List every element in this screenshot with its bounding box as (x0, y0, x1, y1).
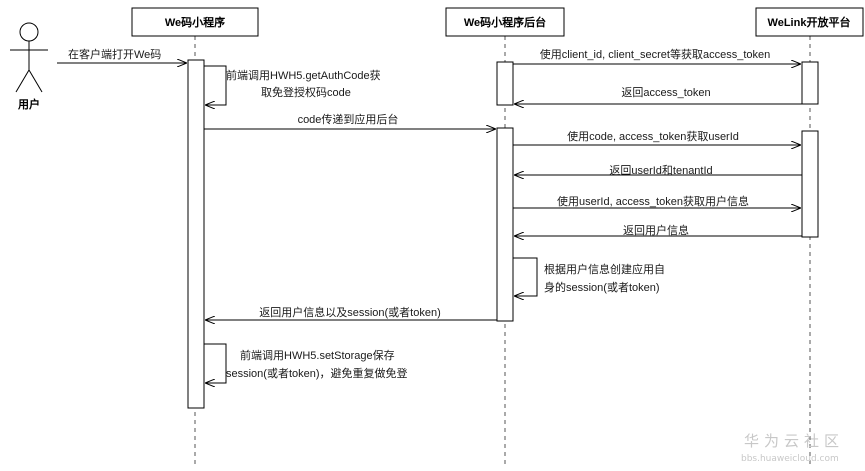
participant-backend: We码小程序后台 (445, 7, 565, 37)
msg-get-user-info: 使用userId, access_token获取用户信息 (557, 194, 749, 208)
participant-platform: WeLink开放平台 (755, 7, 864, 37)
msg-get-userid: 使用code, access_token获取userId (567, 130, 739, 143)
msg-set-storage-1: 前端调用HWH5.setStorage保存 (240, 348, 395, 362)
backend-activation-2 (496, 127, 514, 322)
msg-open-we-code: 在客户端打开We码 (68, 47, 161, 61)
user-actor-icon (10, 22, 48, 93)
participant-miniapp-label: We码小程序 (165, 15, 225, 29)
msg-get-access-token: 使用client_id, client_secret等获取access_toke… (540, 47, 770, 61)
msg-create-session-2: 身的session(或者token) (544, 280, 660, 294)
participant-platform-label: WeLink开放平台 (768, 15, 851, 29)
arrow-self-set-storage (204, 343, 227, 383)
participant-backend-label: We码小程序后台 (464, 15, 546, 29)
msg-return-user-info: 返回用户信息 (623, 223, 689, 237)
backend-activation-1 (496, 61, 514, 106)
platform-activation-2 (801, 130, 819, 238)
arrow-self-create-session (513, 257, 538, 296)
miniapp-activation (187, 59, 205, 409)
msg-get-auth-code-2: 取免登授权码code (261, 85, 351, 99)
platform-activation-1 (801, 61, 819, 105)
msg-return-userid: 返回userId和tenantId (609, 164, 712, 177)
msg-set-storage-2: session(或者token)，避免重复做免登 (226, 366, 408, 380)
actor-label: 用户 (18, 97, 40, 111)
msg-code-to-backend: code传递到应用后台 (298, 112, 399, 126)
msg-return-session: 返回用户信息以及session(或者token) (259, 305, 441, 319)
watermark-url: bbs.huaweicloud.com (741, 454, 839, 464)
participant-miniapp: We码小程序 (131, 7, 259, 37)
msg-return-access-token: 返回access_token (621, 86, 710, 99)
msg-get-auth-code-1: 前端调用HWH5.getAuthCode获 (226, 68, 381, 82)
watermark-title: 华为云社区 (744, 432, 844, 450)
arrow-self-get-auth-code (204, 65, 227, 105)
msg-create-session-1: 根据用户信息创建应用自 (544, 262, 665, 276)
